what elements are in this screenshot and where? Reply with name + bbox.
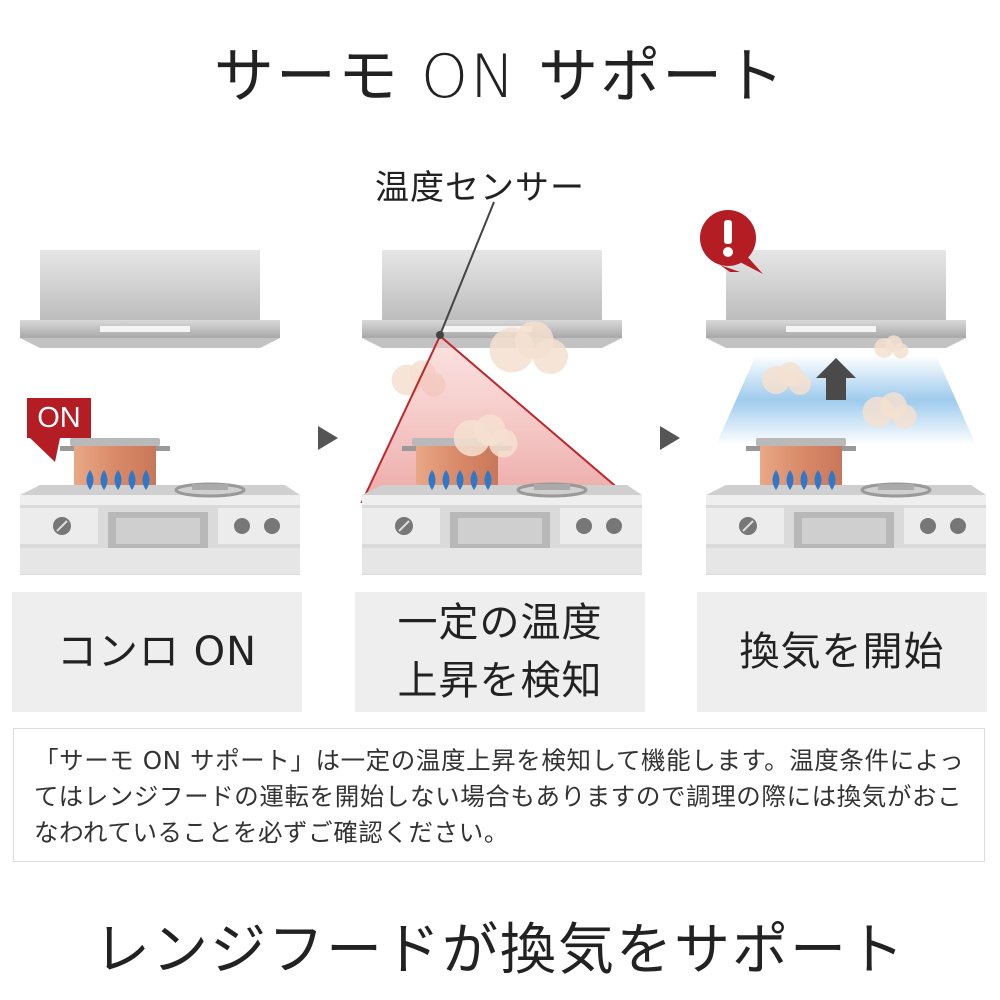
step-label: 換気を開始 bbox=[739, 629, 945, 675]
step-label-line1: 一定の温度 bbox=[397, 600, 603, 646]
arrow-up-icon bbox=[816, 358, 856, 400]
step-box-ventilation: 換気を開始 bbox=[697, 592, 987, 712]
page-title: サーモ ON サポート bbox=[213, 42, 787, 112]
on-badge-pointer bbox=[30, 438, 60, 462]
caution-note: 「サーモ ON サポート」は一定の温度上昇を検知して機能します。温度条件によって… bbox=[13, 728, 985, 862]
step-box-temperature-rise: 一定の温度 上昇を検知 bbox=[355, 592, 645, 712]
on-badge: ON bbox=[27, 398, 91, 438]
panel-temperature-detect bbox=[360, 201, 644, 577]
step-label: コンロ ON bbox=[56, 629, 258, 675]
warning-exclamation-icon bbox=[700, 210, 763, 274]
sensor-label: 温度センサー bbox=[375, 168, 585, 208]
illustration-panel bbox=[18, 201, 988, 577]
panel-ventilation-start bbox=[704, 250, 988, 577]
arrow-right-icon bbox=[318, 426, 338, 450]
footer-title: レンジフードが換気をサポート bbox=[94, 918, 906, 983]
arrow-right-icon bbox=[660, 426, 680, 450]
step-label-line2: 上昇を検知 bbox=[397, 658, 603, 704]
step-box-cooktop-on: コンロ ON bbox=[12, 592, 302, 712]
